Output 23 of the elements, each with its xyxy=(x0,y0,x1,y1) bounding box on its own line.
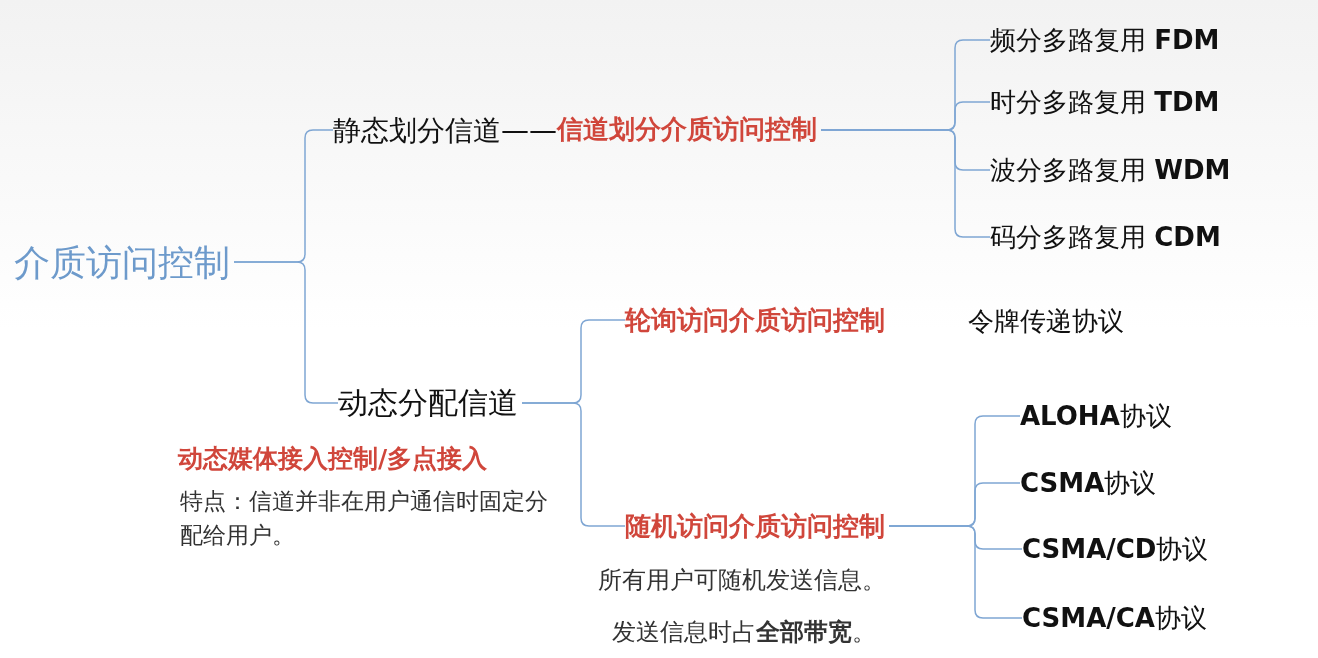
topic-text: 随机访问介质访问控制 xyxy=(625,509,885,543)
brace-connector xyxy=(521,402,626,527)
topic-text: 信道划分介质访问控制 xyxy=(557,112,817,146)
note-text: 发送信息时占全部带宽。 xyxy=(612,617,877,648)
topic-text: 码分多路复用 CDM xyxy=(990,220,1221,254)
topic-text: CSMA/CD协议 xyxy=(1022,532,1209,566)
topic-text: 动态分配信道 xyxy=(338,384,518,422)
topic-text: 时分多路复用 TDM xyxy=(990,85,1220,119)
brace-connector xyxy=(820,129,991,238)
topic-text: 轮询访问介质访问控制 xyxy=(625,303,885,337)
topic-text: 频分多路复用 FDM xyxy=(990,23,1220,57)
topic-text: 介质访问控制 xyxy=(14,240,230,285)
topic-text: CSMA协议 xyxy=(1020,466,1157,500)
topic-text: ALOHA协议 xyxy=(1020,399,1172,433)
note-text: 动态媒体接入控制/多点接入 xyxy=(178,443,489,475)
note-text: 令牌传递协议 xyxy=(968,305,1125,338)
brace-connector xyxy=(888,525,1023,619)
topic-text: CSMA/CA协议 xyxy=(1022,601,1207,635)
brace-connector xyxy=(233,261,339,404)
note-text: 特点：信道并非在用户通信时固定分配给用户。 xyxy=(180,487,549,550)
topic-text: 波分多路复用 WDM xyxy=(990,153,1231,187)
note-text: 所有用户可随机发送信息。 xyxy=(598,565,887,596)
topic-text: 静态划分信道—— xyxy=(333,112,557,148)
